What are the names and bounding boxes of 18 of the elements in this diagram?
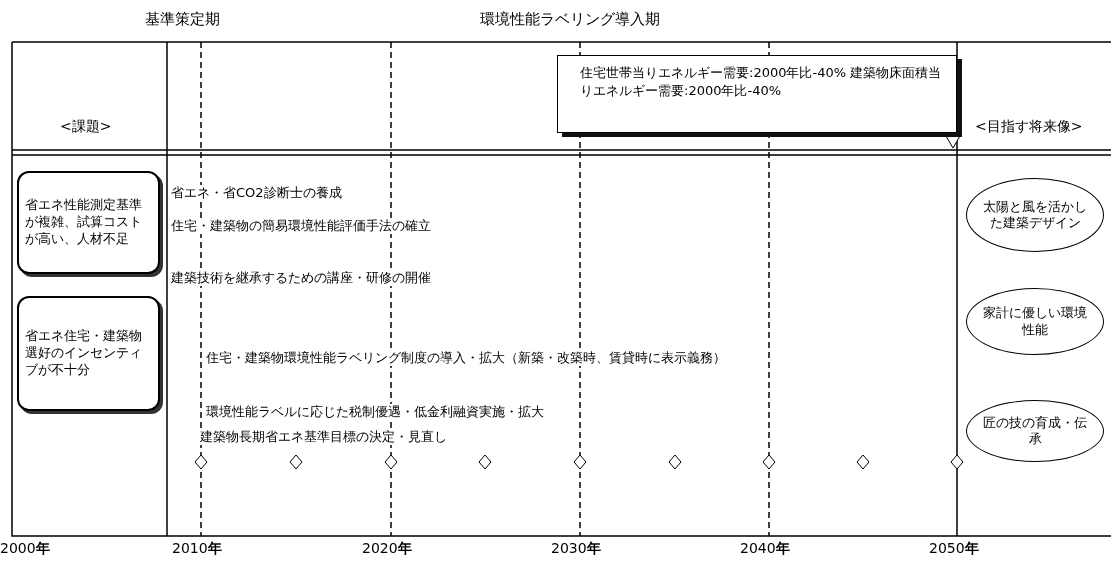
year-label: 2030年 bbox=[551, 540, 601, 557]
problem-box: 省エネ住宅・建築物選好のインセンティブが不十分 bbox=[17, 296, 160, 411]
initiative-text: 建築技術を継承するための講座・研修の開催 bbox=[170, 270, 432, 286]
year-label: 2040年 bbox=[740, 540, 790, 557]
goal-ellipse: 家計に優しい環境性能 bbox=[966, 288, 1104, 355]
year-label: 2000年 bbox=[0, 540, 50, 557]
initiative-text: 環境性能ラベルに応じた税制優遇・低金利融資実施・拡大 bbox=[205, 404, 545, 420]
problem-box: 省エネ性能測定基準が複雑、試算コストが高い、人材不足 bbox=[17, 171, 160, 274]
year-label: 2050年 bbox=[929, 540, 979, 557]
goal-ellipse: 太陽と風を活かした建築デザイン bbox=[966, 178, 1104, 252]
initiative-text: 建築物長期省エネ基準目標の決定・見直し bbox=[199, 429, 448, 445]
column-heading: <課題> bbox=[60, 118, 112, 135]
column-heading: <目指す将来像> bbox=[975, 118, 1083, 135]
phase-label: 環境性能ラベリング導入期 bbox=[480, 10, 660, 28]
year-label: 2020年 bbox=[362, 540, 412, 557]
goal-ellipse: 匠の技の育成・伝承 bbox=[966, 400, 1104, 462]
year-label: 2010年 bbox=[172, 540, 222, 557]
phase-label: 基準策定期 bbox=[145, 10, 220, 28]
